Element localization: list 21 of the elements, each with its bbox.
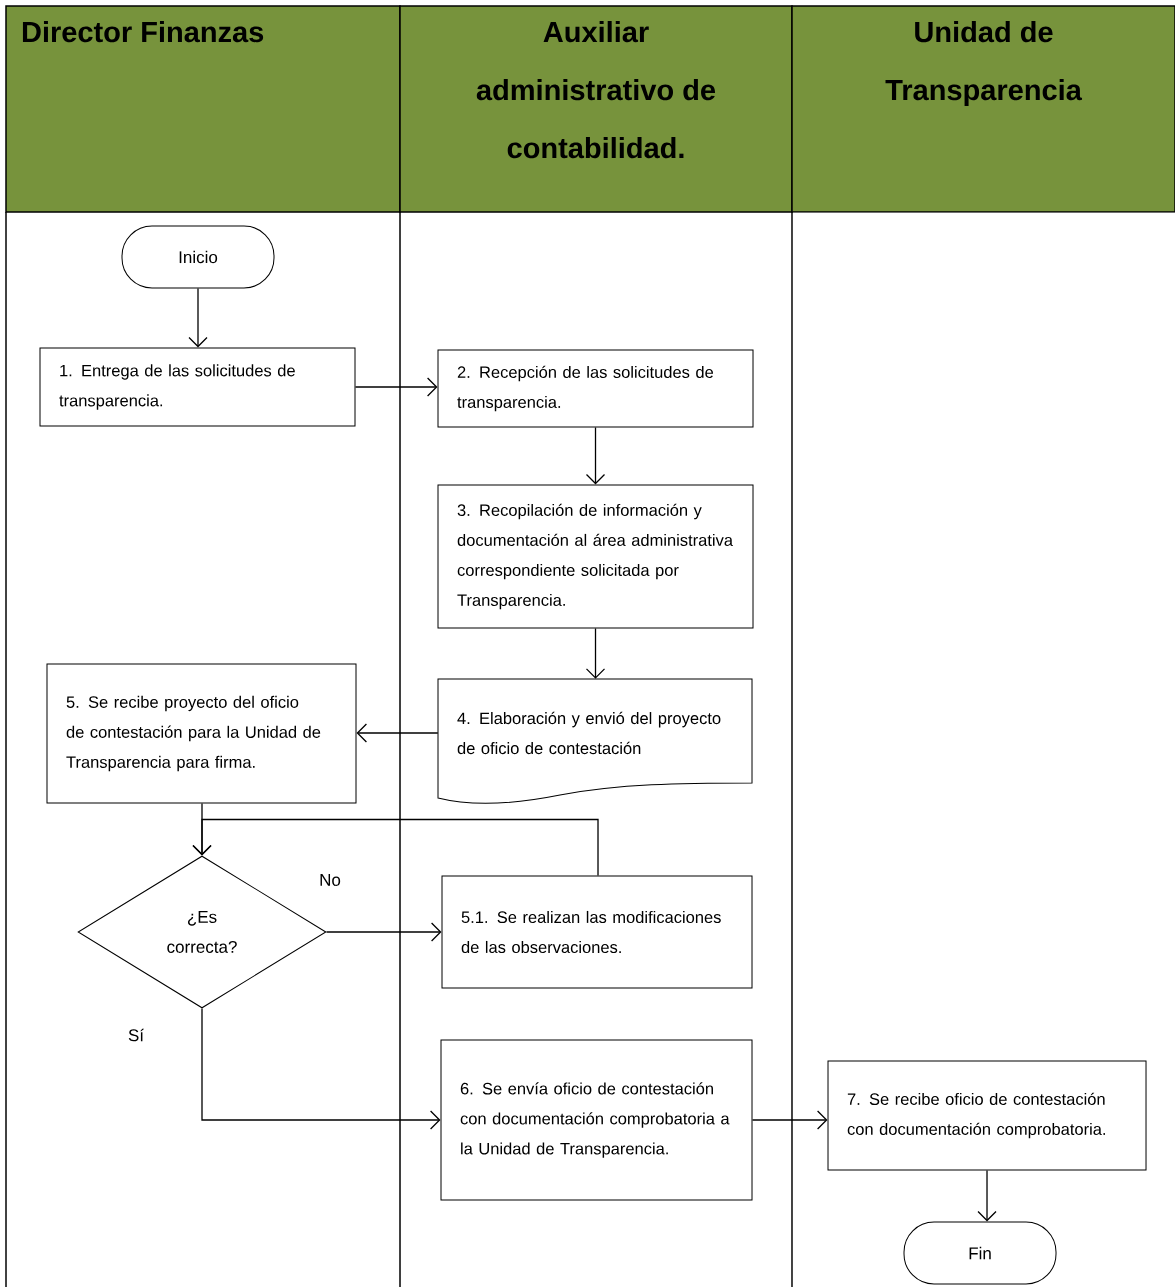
arrow	[325, 922, 442, 942]
arrow	[354, 377, 438, 397]
process-box: 1. Entrega de las solicitudes de transparencia.	[39, 347, 356, 427]
lane-header: Auxiliar administrativo de contabilidad.	[399, 5, 793, 213]
arrow	[356, 723, 439, 743]
arrow	[751, 1110, 828, 1130]
process-box: 5. Se recibe proyecto del oficio de contestación para la Unidad de Transparencia para firma.	[46, 663, 357, 804]
process-box: 7. Se recibe oficio de contestación con documentación comprobatoria.	[827, 1060, 1147, 1171]
edge-label: Sí	[126, 1027, 146, 1043]
arrow	[585, 627, 606, 679]
process-box: 5.1. Se realizan las modificaciones de las observaciones.	[441, 875, 753, 989]
arrow	[201, 1007, 441, 1130]
arrow	[188, 287, 208, 348]
arrow	[585, 426, 606, 485]
lane-header: Director Finanzas	[5, 5, 401, 213]
arrow	[192, 818, 599, 877]
arrow	[977, 1169, 997, 1222]
process-box: 2. Recepción de las solicitudes de transparencia.	[437, 349, 754, 428]
process-box: 6. Se envía oficio de contestación con documentación comprobatoria a la Unidad de Transparencia.	[440, 1039, 753, 1201]
lane-header: Unidad de Transparencia	[791, 5, 1175, 213]
process-box: 3. Recopilación de información y documentación al área administrativa correspondiente solicitada por Transparencia.	[437, 484, 754, 629]
